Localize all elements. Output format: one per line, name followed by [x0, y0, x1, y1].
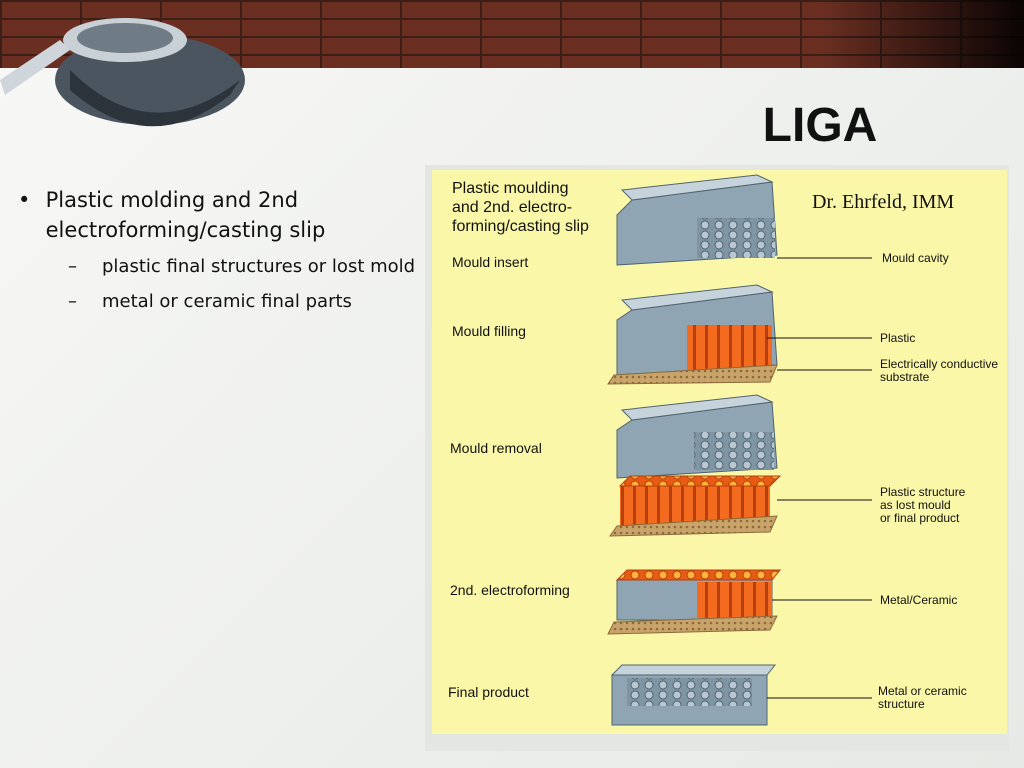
bullet-main-text: Plastic molding and 2nd electroforming/c…: [45, 188, 326, 242]
step-mould-insert: Mould insert Mould cavity: [452, 174, 949, 270]
bullet-sub-2-text: metal or ceramic final parts: [102, 291, 352, 312]
mould-cavity-honeycomb: [697, 218, 775, 258]
bullet-main: • Plastic molding and 2nd electroforming…: [18, 185, 418, 245]
figure-header-line-3: forming/casting slip: [452, 218, 589, 235]
sub-bullet-marker: –: [68, 256, 77, 277]
step-2-callout-2: Electrically conductive: [880, 357, 998, 371]
step-2-callout-3: substrate: [880, 370, 930, 384]
step-3-callout-3: or final product: [880, 511, 960, 525]
figure-header-line-2: and 2nd. electro-: [452, 199, 572, 216]
step-1-label: Mould insert: [452, 254, 528, 270]
plastic-fill: [687, 325, 772, 370]
figure-credit: Dr. Ehrfeld, IMM: [812, 191, 954, 213]
bullet-list: • Plastic molding and 2nd electroforming…: [18, 185, 418, 315]
liga-process-diagram: Plastic moulding and 2nd. electro- formi…: [448, 174, 998, 726]
bullet-sub-1: – plastic final structures or lost mold: [68, 253, 418, 280]
step-3-callout-1: Plastic structure: [880, 485, 966, 499]
brick-wall-background: [0, 0, 1024, 70]
step-mould-filling: Mould filling Plastic Electrically condu…: [452, 284, 998, 385]
step-5-callout-1: Metal or ceramic: [878, 684, 967, 698]
step-1-callout-1: Mould cavity: [882, 251, 949, 265]
step-5-callout-2: structure: [878, 697, 925, 711]
step-mould-removal: Mould removal Plastic structure as lost …: [450, 394, 966, 537]
step-5-label: Final product: [448, 684, 529, 700]
mould-honeycomb: [694, 432, 774, 470]
step-final-product: Final product Metal or ceramic structure: [448, 664, 967, 726]
substrate-layer: [607, 615, 778, 635]
desk-lamp-illustration: [0, 18, 245, 127]
step-3-callout-2: as lost mould: [880, 498, 951, 512]
sub-bullet-marker: –: [68, 291, 77, 312]
step-3-label: Mould removal: [450, 440, 542, 456]
slide-title: LIGA: [762, 99, 878, 152]
bullet-sub-2: – metal or ceramic final parts: [68, 288, 418, 315]
bullet-marker: •: [18, 188, 31, 212]
step-4-label: 2nd. electroforming: [450, 582, 570, 598]
substrate-layer: [609, 515, 778, 537]
figure-header-line-1: Plastic moulding: [452, 180, 569, 197]
step-4-callout-1: Metal/Ceramic: [880, 593, 957, 607]
step-electroforming: 2nd. electroforming Metal/Ceramic: [450, 569, 957, 635]
step-2-label: Mould filling: [452, 323, 526, 339]
bullet-sub-1-text: plastic final structures or lost mold: [102, 256, 416, 277]
step-2-callout-1: Plastic: [880, 331, 915, 345]
substrate-layer: [607, 364, 778, 385]
